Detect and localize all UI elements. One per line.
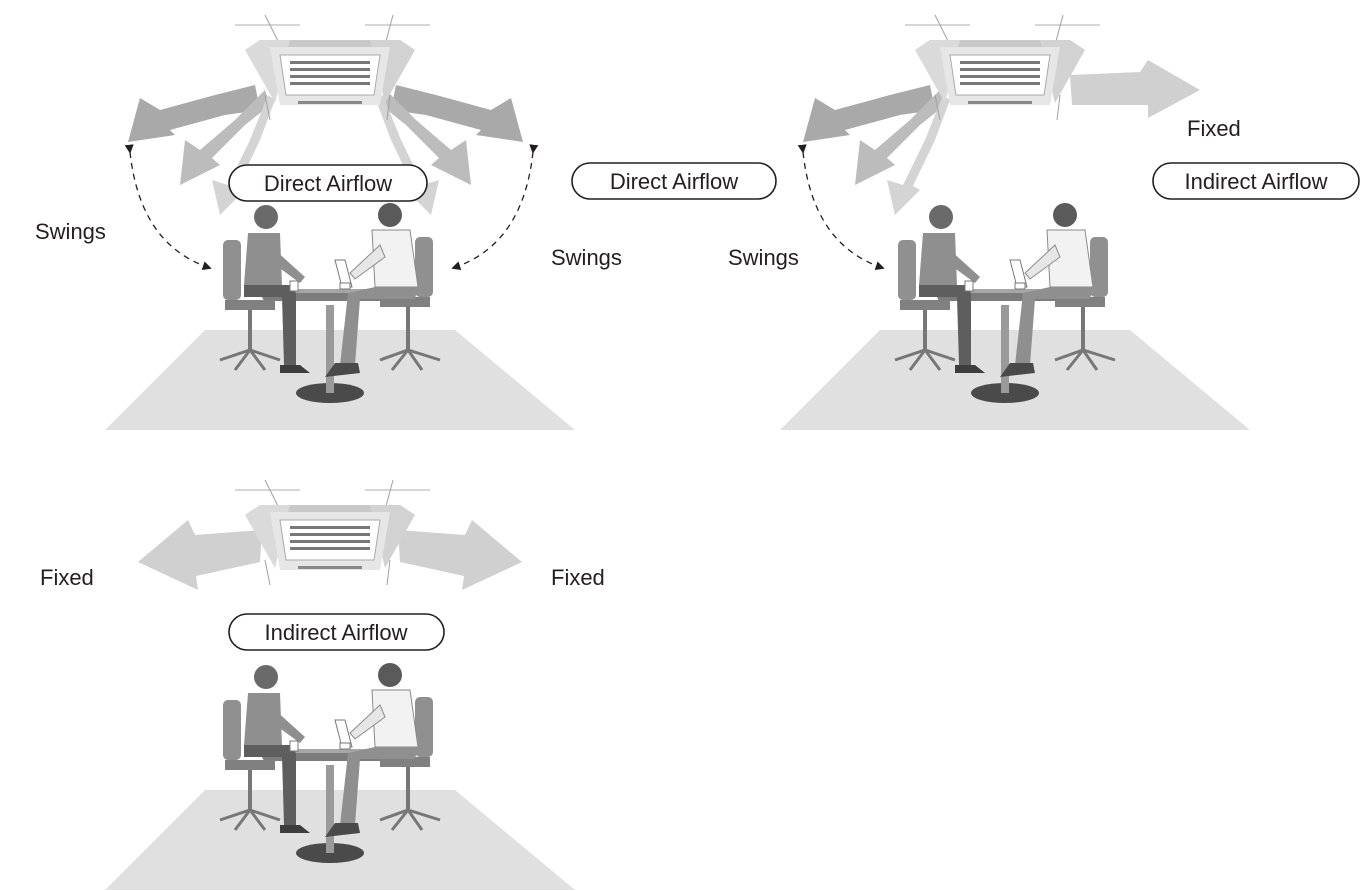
cassette-unit: [234, 479, 431, 586]
meeting-scene: [103, 201, 577, 432]
mode-label-direct: Direct Airflow: [610, 169, 738, 194]
airflow-arrows-direct: [128, 85, 523, 215]
swing-label: Swings: [728, 245, 799, 270]
fixed-label: Fixed: [1187, 116, 1241, 141]
mode-label-pill: Direct Airflow: [228, 164, 428, 202]
panel-direct-indirect: Direct Airflow Indirect Airflow Swings F…: [571, 14, 1360, 432]
panel-direct-airflow: Direct Airflow Swings Swings: [35, 14, 622, 432]
fixed-label-right: Fixed: [551, 565, 605, 590]
panel-indirect-airflow: Indirect Airflow Fixed Fixed: [40, 479, 605, 891]
mode-label-pill-direct: Direct Airflow: [571, 162, 777, 200]
mode-label-pill: Indirect Airflow: [228, 613, 445, 651]
swing-arrow-right: [451, 144, 539, 271]
swing-label-right: Swings: [551, 245, 622, 270]
mode-label-indirect: Indirect Airflow: [1184, 169, 1327, 194]
meeting-scene: [103, 661, 577, 891]
mode-label: Indirect Airflow: [264, 620, 407, 645]
swing-label-left: Swings: [35, 219, 106, 244]
mode-label-pill-indirect: Indirect Airflow: [1152, 162, 1360, 200]
swing-arrow-left: [124, 144, 212, 271]
meeting-scene: [778, 201, 1252, 432]
mode-label: Direct Airflow: [264, 171, 392, 196]
swing-arrow: [797, 144, 885, 271]
fixed-label-left: Fixed: [40, 565, 94, 590]
airflow-arrows-indirect: [138, 520, 522, 590]
